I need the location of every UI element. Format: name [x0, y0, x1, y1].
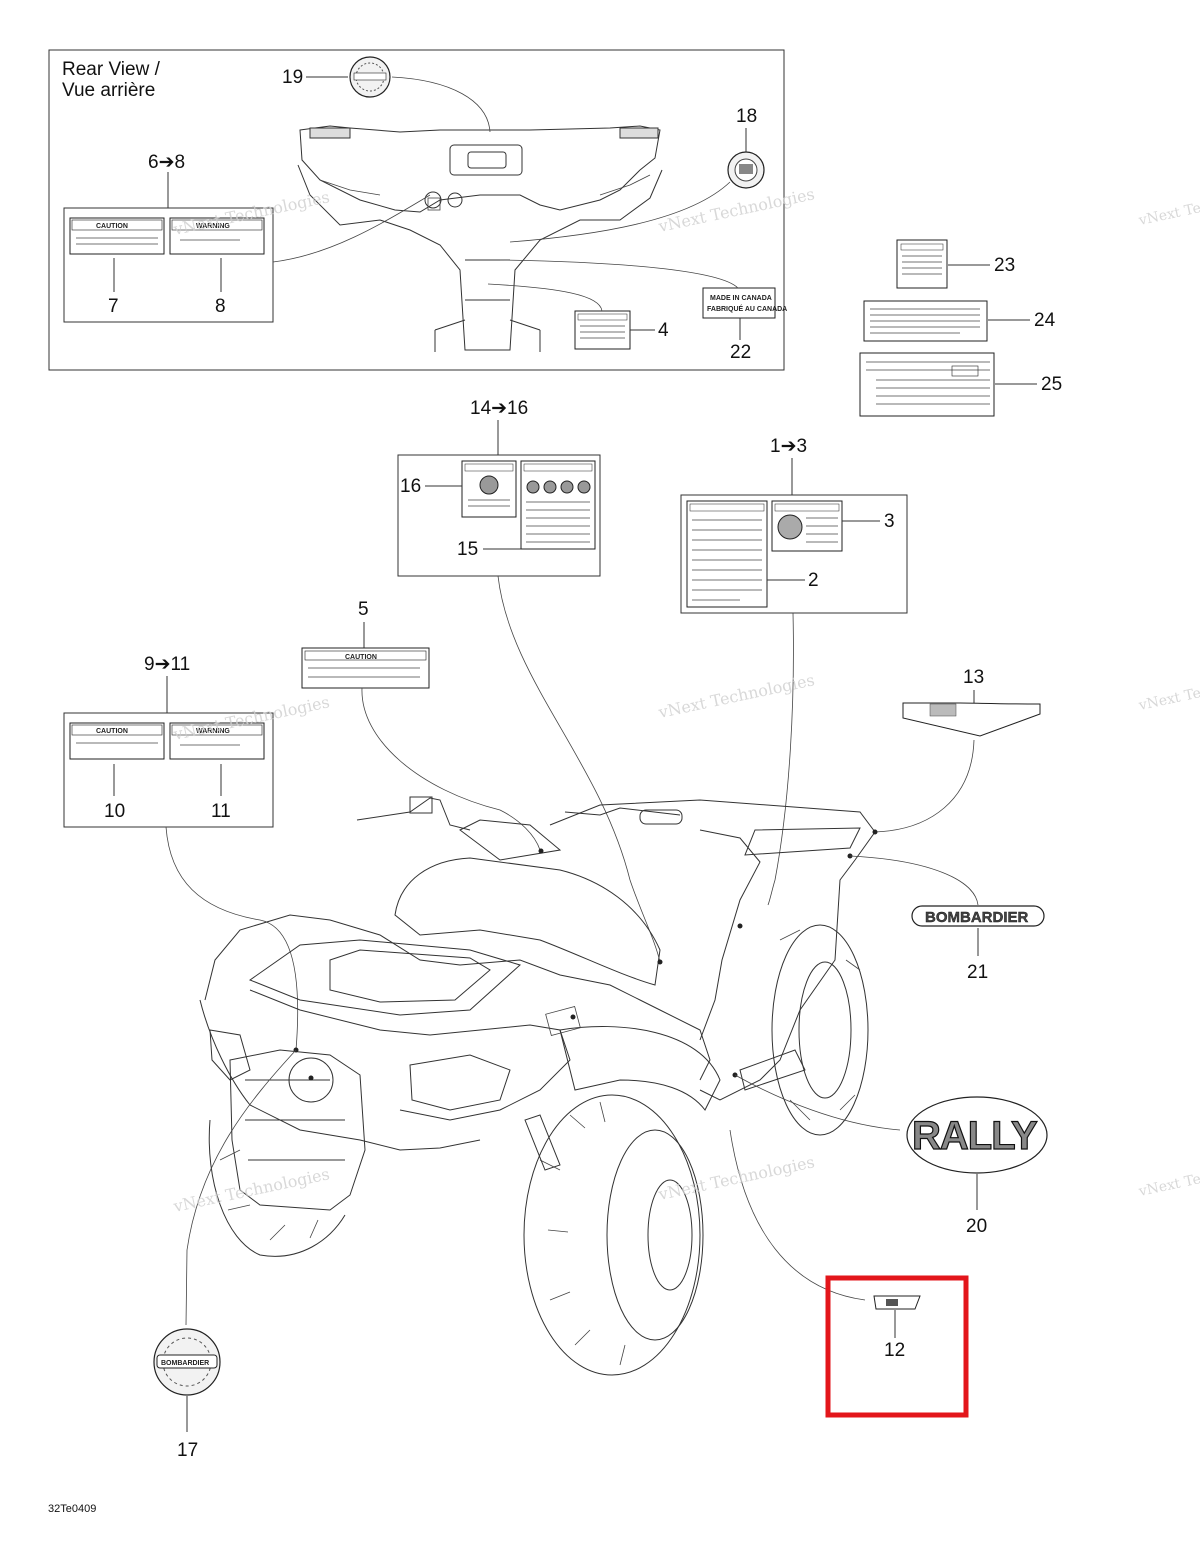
callout-12[interactable]: 12: [884, 1340, 905, 1361]
svg-text:WARNING: WARNING: [196, 728, 230, 735]
svg-text:MADE IN CANADA: MADE IN CANADA: [710, 295, 772, 302]
svg-text:FABRIQUÉ AU CANADA: FABRIQUÉ AU CANADA: [707, 304, 787, 313]
decal-8-warning: WARNING: [169, 217, 265, 255]
decal-21-bombardier: BOMBARDIER: [911, 905, 1045, 927]
decal-4: [574, 310, 631, 350]
decal-10-caution: CAUTION: [69, 722, 165, 760]
svg-text:CAUTION: CAUTION: [96, 728, 128, 735]
svg-text:vNext Technologies: vNext Technologies: [1137, 669, 1200, 714]
callout-7[interactable]: 7: [108, 296, 119, 317]
callout-21[interactable]: 21: [967, 962, 988, 983]
callout-8[interactable]: 8: [215, 296, 226, 317]
callout-3[interactable]: 3: [884, 511, 895, 532]
callout-9-11[interactable]: 9➔11: [144, 654, 190, 675]
decal-2-warning: [686, 500, 768, 608]
svg-text:vNext Technologies: vNext Technologies: [1137, 184, 1200, 229]
svg-text:vNext Technologies: vNext Technologies: [656, 1152, 816, 1204]
highlight-box: [825, 1275, 969, 1418]
atv-front-drawing: [199, 796, 878, 1376]
callout-14-16[interactable]: 14➔16: [470, 398, 528, 419]
svg-text:CAUTION: CAUTION: [345, 654, 377, 661]
decal-19-round-emblem: [349, 56, 391, 98]
decal-16-warning: [461, 460, 517, 518]
svg-text:BOMBARDIER: BOMBARDIER: [925, 909, 1028, 926]
callout-1-3[interactable]: 1➔3: [770, 436, 807, 457]
callout-17[interactable]: 17: [177, 1440, 198, 1461]
callout-11[interactable]: 11: [211, 801, 231, 822]
callout-22[interactable]: 22: [730, 342, 751, 363]
decal-12: [873, 1295, 921, 1310]
decal-group-1-3: [680, 494, 908, 614]
callout-16[interactable]: 16: [400, 476, 421, 497]
callout-23[interactable]: 23: [994, 255, 1015, 276]
callout-15[interactable]: 15: [457, 539, 478, 560]
atv-rear-drawing: [297, 125, 663, 352]
callout-10[interactable]: 10: [104, 801, 125, 822]
decal-24: [863, 300, 988, 342]
decal-3-warning: [771, 500, 843, 552]
decal-13-strip: [902, 702, 1041, 737]
rear-view-title-fr: Vue arrière: [62, 80, 155, 101]
callout-20[interactable]: 20: [966, 1216, 987, 1237]
decal-15-warning: [520, 460, 596, 550]
callout-6-8[interactable]: 6➔8: [148, 152, 185, 173]
decal-18-round-emblem: [727, 151, 765, 189]
watermark: vNext Technologies vNext Technologies vN…: [171, 184, 1200, 1216]
decal-25: [859, 352, 995, 417]
callout-5[interactable]: 5: [358, 599, 369, 620]
decal-23: [896, 239, 948, 289]
svg-text:CAUTION: CAUTION: [96, 223, 128, 230]
callout-4[interactable]: 4: [658, 320, 669, 341]
decal-22-made-in-canada: MADE IN CANADA FABRIQUÉ AU CANADA: [702, 287, 787, 319]
figure-code: 32Te0409: [48, 1503, 96, 1515]
callout-24[interactable]: 24: [1034, 310, 1056, 331]
callout-18[interactable]: 18: [736, 106, 757, 127]
decal-group-9-11: [63, 712, 274, 828]
svg-text:RALLY: RALLY: [912, 1114, 1038, 1158]
callout-25[interactable]: 25: [1041, 374, 1062, 395]
svg-text:BOMBARDIER: BOMBARDIER: [161, 1360, 209, 1367]
callout-2[interactable]: 2: [808, 570, 819, 591]
decal-group-14-16: [397, 454, 601, 577]
rear-view-title: Rear View /: [62, 59, 161, 80]
decal-17-round-emblem: BOMBARDIER: [153, 1328, 221, 1396]
svg-text:vNext Technologies: vNext Technologies: [656, 184, 816, 236]
decal-7-caution: CAUTION: [69, 217, 165, 255]
decal-5-caution: CAUTION: [301, 647, 430, 689]
decal-11-warning: WARNING: [169, 722, 265, 760]
callout-13[interactable]: 13: [963, 667, 984, 688]
decal-20-rally: RALLY: [906, 1096, 1048, 1174]
callout-19[interactable]: 19: [282, 67, 303, 88]
svg-text:WARNING: WARNING: [196, 223, 230, 230]
svg-text:vNext Technologies: vNext Technologies: [1137, 1155, 1200, 1200]
rear-view-panel: Rear View / Vue arrière 19: [48, 49, 787, 371]
